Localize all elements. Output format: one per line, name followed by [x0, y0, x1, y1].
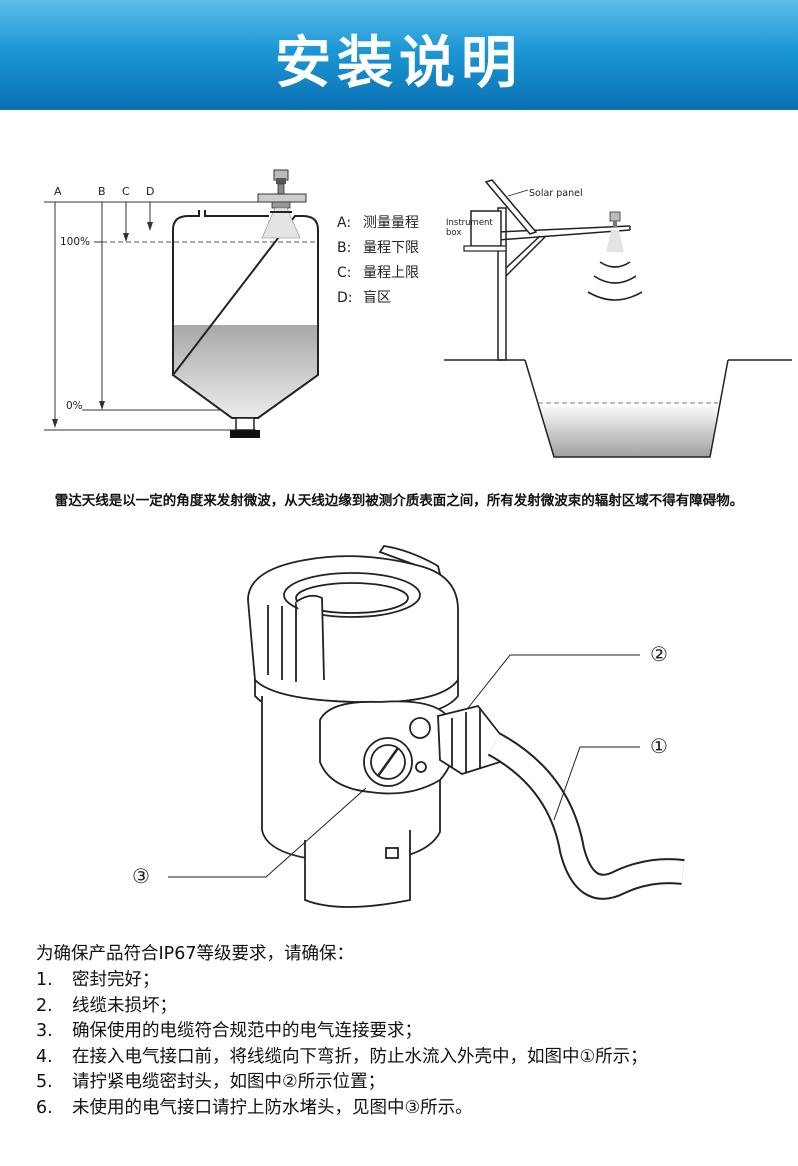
callout-1: ① [650, 734, 668, 758]
item-number: 1. [36, 970, 53, 990]
marker-c: C [122, 185, 130, 198]
requirements-title: 为确保产品符合IP67等级要求，请确保： [36, 944, 354, 964]
requirement-item: 2. 线缆未损坏； [36, 994, 648, 1020]
item-text: 线缆未损坏； [72, 995, 177, 1016]
tank-legend: A: 测量量程 B: 量程下限 C: 量程上限 D: 盲区 [337, 215, 419, 306]
level-0-label: 0% [66, 400, 83, 412]
item-number: 2. [36, 995, 53, 1016]
legend-key-b: B: [337, 240, 351, 256]
requirement-item: 3. 确保使用的电缆符合规范中的电气连接要求； [36, 1019, 648, 1045]
callout-3: ③ [132, 864, 150, 888]
marker-a: A [54, 185, 62, 198]
legend-text-b: 量程下限 [363, 240, 419, 256]
item-number: 5. [36, 1072, 53, 1093]
item-text: 确保使用的电缆符合规范中的电气连接要求； [72, 1021, 422, 1042]
legend-text-c: 量程上限 [363, 265, 419, 281]
item-text: 未使用的电气接口请拧上防水堵头，见图中③所示。 [72, 1097, 473, 1118]
installation-diagrams: A B C D 100% 0% [44, 169, 792, 458]
item-text: 请拧紧电缆密封头，如图中②所示位置； [72, 1072, 386, 1093]
requirement-item: 1. 密封完好； [36, 968, 648, 994]
header-banner: 安装说明 [0, 0, 798, 110]
page-title: 安装说明 [275, 31, 523, 96]
instrument-box-label-2: box [446, 228, 461, 238]
legend-key-a: A: [337, 215, 351, 231]
transmitter-housing [247, 545, 501, 908]
tank-diagram: A B C D 100% 0% [44, 169, 319, 438]
item-number: 3. [36, 1021, 53, 1042]
item-text: 在接入电气接口前，将线缆向下弯折，防止水流入外壳中，如图中①所示； [72, 1046, 648, 1067]
legend-text-a: 测量量程 [363, 215, 419, 231]
outdoor-diagram: Solar panel Instrument box [444, 179, 792, 458]
callout-lines [168, 654, 640, 878]
device-illustration: ② ① ③ [132, 545, 685, 908]
item-number: 4. [36, 1046, 53, 1067]
requirement-item: 4. 在接入电气接口前，将线缆向下弯折，防止水流入外壳中，如图中①所示； [36, 1045, 648, 1071]
legend-key-c: C: [337, 265, 352, 281]
requirement-item: 6. 未使用的电气接口请拧上防水堵头，见图中③所示。 [36, 1096, 648, 1122]
legend-text-d: 盲区 [363, 289, 391, 306]
marker-b: B [98, 185, 106, 198]
requirement-item: 5. 请拧紧电缆密封头，如图中②所示位置； [36, 1070, 648, 1096]
radar-caption: 雷达天线是以一定的角度来发射微波，从天线边缘到被测介质表面之间，所有发射微波束的… [54, 493, 744, 509]
legend-key-d: D: [337, 290, 353, 306]
item-text: 密封完好； [72, 970, 160, 990]
level-100-label: 100% [60, 236, 90, 248]
marker-d: D [146, 185, 154, 198]
callout-2: ② [650, 642, 668, 666]
ip67-requirements: 为确保产品符合IP67等级要求，请确保： 1. 密封完好； 2. 线缆未损坏； 3.… [36, 942, 648, 1122]
solar-panel-label: Solar panel [529, 188, 583, 199]
item-number: 6. [36, 1097, 53, 1118]
instrument-box-label: Instrument [446, 218, 493, 228]
